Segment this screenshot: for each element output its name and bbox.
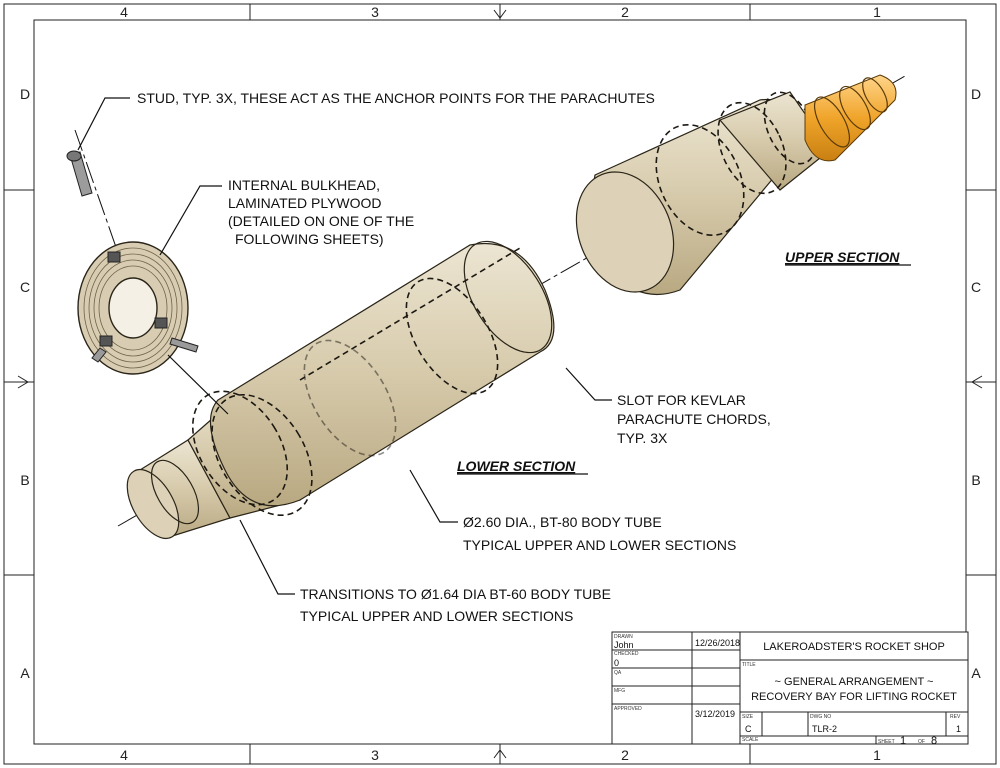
tb-label-qa: QA [614, 670, 622, 676]
title-block: DRAWN John 12/26/2018 CHECKED 0 QA MFG A… [611, 631, 969, 747]
callout-body-tube-2: TYPICAL UPPER AND LOWER SECTIONS [463, 537, 736, 553]
bulkhead-laminate-3 [93, 259, 173, 357]
upper-hidden-ring-2 [717, 101, 787, 195]
lower-body-tube-top-end [463, 240, 553, 354]
tb-label-dwg-no: DWG NO [810, 714, 831, 720]
tb-rev: 1 [956, 724, 961, 734]
stud-nut-3 [99, 335, 113, 347]
tb-label-size: SIZE [742, 714, 754, 720]
lower-section-label: LOWER SECTION [457, 458, 576, 474]
zone-row-d-left: D [20, 86, 30, 102]
leader-slot [565, 367, 612, 401]
centering-marks [8, 4, 992, 764]
tb-label-rev: REV [950, 714, 961, 720]
callout-body-tube-1: Ø2.60 DIA., BT-80 BODY TUBE [463, 514, 662, 530]
upper-orange-ring-3 [862, 77, 888, 113]
stud-top-nut [66, 150, 82, 162]
upper-section [575, 74, 897, 296]
zone-col-1-top: 1 [873, 4, 881, 20]
leader-bulkhead [159, 185, 222, 256]
zone-row-c-left: C [20, 279, 30, 295]
zone-col-2-top: 2 [621, 4, 629, 20]
tb-label-scale: SCALE [742, 737, 759, 743]
bulkhead-laminate-1 [83, 247, 183, 369]
zone-row-b-left: B [20, 472, 29, 488]
leader-stud-extra [167, 354, 229, 415]
leader-body-tube [409, 469, 458, 523]
tb-label-checked: CHECKED [614, 651, 639, 657]
tb-title-line2: RECOVERY BAY FOR LIFTING ROCKET [751, 691, 957, 703]
tb-drawn-by: John [614, 640, 634, 650]
tb-dwg-no: TLR-2 [812, 724, 837, 734]
tb-size: C [745, 724, 752, 734]
stud-nut-2 [154, 317, 168, 329]
callout-slot-1: SLOT FOR KEVLAR [617, 392, 746, 408]
callout-transition-2: TYPICAL UPPER AND LOWER SECTIONS [300, 608, 573, 624]
lower-hidden-ring-4 [303, 339, 397, 457]
tb-sheet: 1 [900, 735, 906, 747]
zone-row-d-right: D [971, 86, 981, 102]
leader-transition [239, 519, 295, 595]
lower-hidden-ring-3 [405, 277, 499, 395]
zone-col-4-top: 4 [120, 4, 128, 20]
tb-label-title: TITLE [742, 662, 756, 668]
bulkhead-hole [108, 277, 158, 339]
upper-section-label: UPPER SECTION [785, 249, 900, 265]
tb-label-drawn: DRAWN [614, 634, 633, 640]
tb-approved-date: 3/12/2019 [695, 709, 735, 719]
zone-col-2-bottom: 2 [621, 747, 629, 763]
callout-stud: STUD, TYP. 3X, THESE ACT AS THE ANCHOR P… [137, 90, 655, 106]
callout-bulkhead-2: LAMINATED PLYWOOD [228, 195, 382, 211]
tb-label-sheet: SHEET [878, 739, 895, 745]
lower-small-tube-inner [150, 459, 200, 525]
tb-label-approved: APPROVED [614, 706, 642, 712]
upper-orange-ring-2 [839, 85, 871, 131]
callout-bulkhead-4: FOLLOWING SHEETS) [235, 231, 384, 247]
zone-col-4-bottom: 4 [120, 747, 128, 763]
zone-col-3-top: 3 [371, 4, 379, 20]
upper-orange-ring-1 [813, 96, 851, 148]
callout-transition-1: TRANSITIONS TO Ø1.64 DIA BT-60 BODY TUBE [300, 586, 611, 602]
tb-checked-by: 0 [614, 658, 619, 668]
zone-col-3-bottom: 3 [371, 747, 379, 763]
lower-hidden-ring-1 [211, 393, 313, 517]
zone-col-1-bottom: 1 [873, 747, 881, 763]
stud-nut-1 [107, 251, 121, 263]
tb-title-line1: ~ GENERAL ARRANGEMENT ~ [775, 676, 934, 688]
tb-label-mfg: MFG [614, 688, 625, 694]
lower-small-tube-end [126, 469, 180, 539]
tb-drawn-date: 12/26/2018 [695, 638, 740, 648]
bulkhead-laminate-2 [88, 253, 178, 363]
stud-end-left [91, 347, 107, 363]
callout-slot-2: PARACHUTE CHORDS, [617, 411, 771, 427]
lower-section [126, 240, 555, 539]
callout-bulkhead-3: (DETAILED ON ONE OF THE [228, 213, 414, 229]
zone-row-a-left: A [20, 665, 30, 681]
lower-hidden-edge [299, 247, 521, 381]
internal-bulkhead [77, 241, 199, 375]
bulkhead-laminate-4 [98, 265, 168, 351]
callout-bulkhead-1: INTERNAL BULKHEAD, [228, 177, 380, 193]
upper-body-tube-end [575, 171, 675, 293]
lower-body-tube [209, 242, 555, 507]
stud-part [66, 150, 93, 197]
zone-row-a-right: A [971, 665, 981, 681]
leader-stud [77, 97, 130, 151]
tb-of: 8 [931, 735, 937, 747]
upper-hidden-ring-1 [655, 123, 745, 237]
stud-end-right [169, 337, 199, 353]
callout-slot-3: TYP. 3X [617, 430, 668, 446]
zone-row-c-right: C [971, 279, 981, 295]
zone-row-b-right: B [971, 472, 980, 488]
lower-hidden-ring-2 [191, 390, 289, 506]
tb-label-of: OF [918, 739, 925, 745]
tb-company: LAKEROADSTER'S ROCKET SHOP [763, 641, 945, 653]
